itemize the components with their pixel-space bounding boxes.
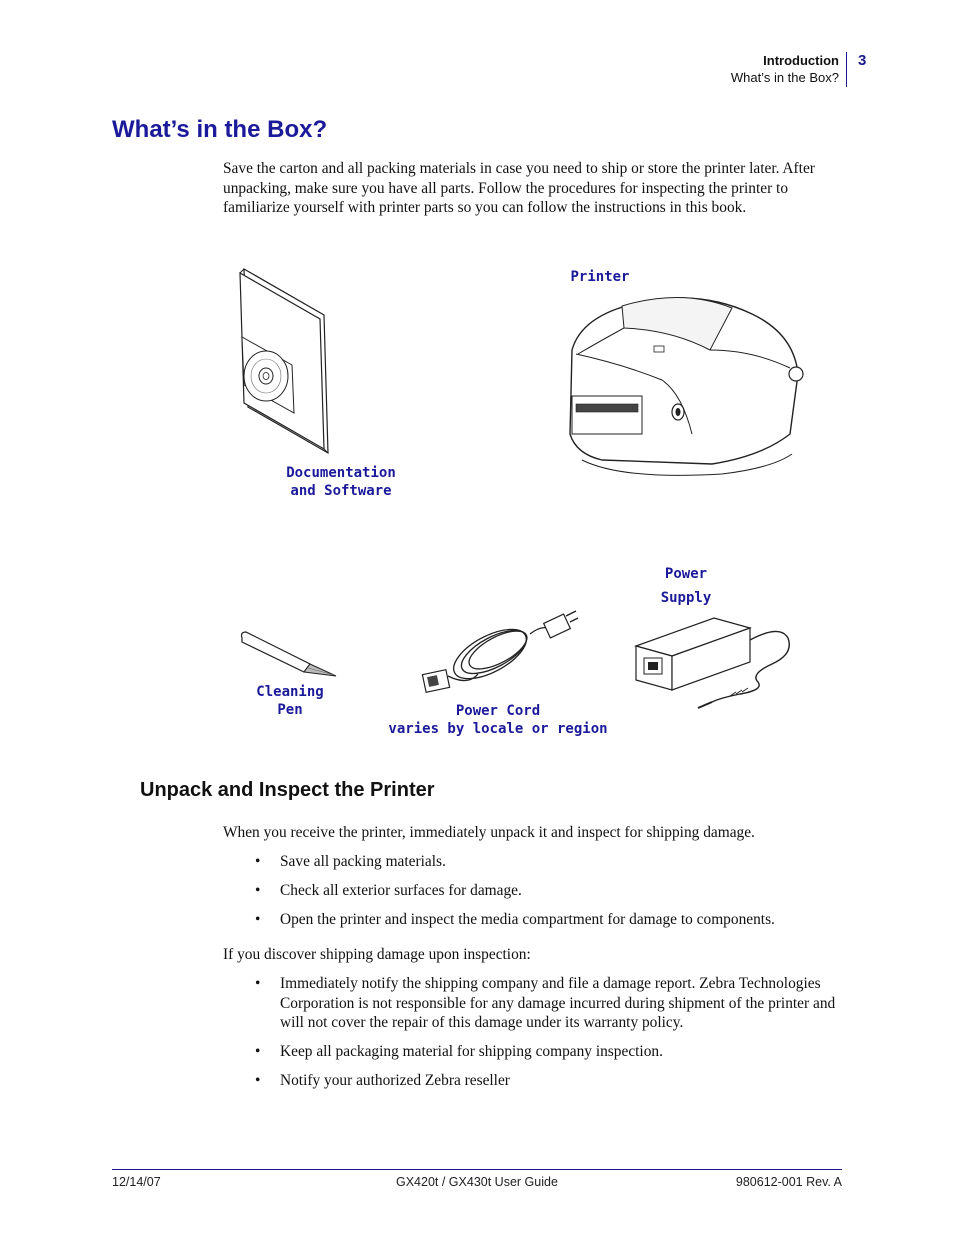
page-number: 3: [858, 52, 867, 69]
intro-paragraph: Save the carton and all packing material…: [223, 160, 815, 217]
header-divider: [846, 52, 847, 87]
page-title: What’s in the Box?: [112, 116, 328, 143]
list-item: •Open the printer and inspect the media …: [255, 910, 775, 928]
damage-list: •Immediately notify the shipping company…: [253, 974, 848, 1100]
list-item: •Check all exterior surfaces for damage.: [255, 881, 522, 899]
power-supply-caption: Power Supply: [660, 566, 712, 606]
running-header: Introduction What’s in the Box?: [731, 52, 839, 86]
footer-divider: [112, 1169, 842, 1170]
list-item: •Immediately notify the shipping company…: [255, 975, 836, 1032]
power-cord-caption: Power Cord varies by locale or region: [388, 703, 608, 737]
footer-guide-title: GX420t / GX430t User Guide: [396, 1175, 558, 1189]
header-subsection: What’s in the Box?: [730, 70, 839, 85]
unpack-lead: When you receive the printer, immediatel…: [223, 824, 755, 841]
printer-illustration: [569, 296, 804, 476]
footer-revision: 980612-001 Rev. A: [735, 1175, 842, 1189]
list-item: •Save all packing materials.: [255, 853, 446, 870]
header-section: Introduction: [763, 53, 839, 68]
list-item: •Notify your authorized Zebra reseller: [255, 1072, 510, 1090]
cleaning-pen-illustration: [240, 631, 337, 677]
documentation-illustration: [239, 267, 329, 455]
inspection-list: •Save all packing materials. •Check all …: [253, 852, 848, 939]
cleaning-pen-caption: Cleaning Pen: [256, 684, 324, 718]
damage-lead: If you discover shipping damage upon ins…: [223, 946, 531, 963]
list-item: •Keep all packaging material for shippin…: [255, 1043, 663, 1061]
printer-caption: Printer: [570, 269, 630, 285]
power-cord-illustration: [421, 610, 579, 694]
power-supply-illustration: [634, 617, 790, 709]
section-heading: Unpack and Inspect the Printer: [140, 779, 435, 801]
documentation-caption: Documentation and Software: [286, 465, 396, 499]
footer-date: 12/14/07: [112, 1175, 161, 1189]
